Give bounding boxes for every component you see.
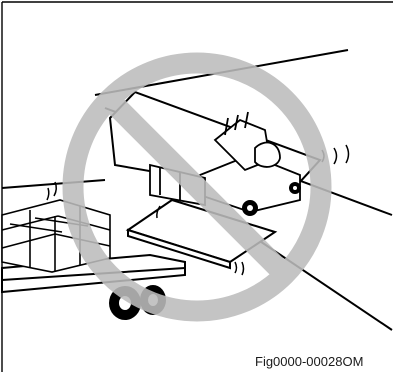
figure-caption: Fig0000-00028OM — [255, 352, 395, 372]
